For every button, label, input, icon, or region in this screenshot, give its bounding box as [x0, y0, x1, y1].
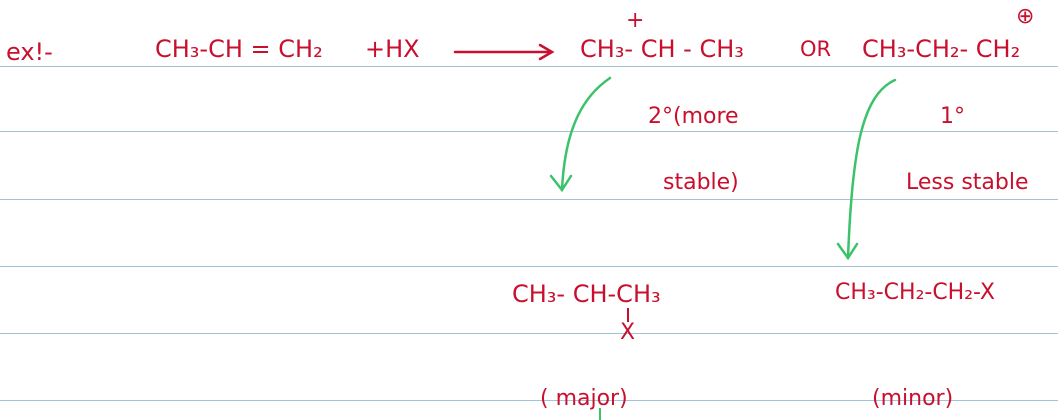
reagent-hx: +HX	[365, 35, 420, 63]
circled-plus-primary: ⊕	[1016, 4, 1035, 29]
green-arrow-major	[549, 76, 612, 193]
primary-stability-note: Less stable	[906, 170, 1029, 195]
or-connector: OR	[800, 37, 832, 61]
ruled-line	[0, 266, 1058, 267]
reaction-arrow	[453, 43, 555, 61]
primary-carbocation: CH₃-CH₂- CH₂	[862, 35, 1021, 63]
secondary-note-line1: 2°(more	[648, 104, 739, 129]
major-product-label: ( major)	[540, 386, 628, 411]
reactant-propene: CH₃-CH = CH₂	[155, 35, 323, 63]
example-label: ex!-	[6, 38, 53, 66]
ruled-line	[0, 199, 1058, 200]
ruled-line	[0, 131, 1058, 132]
major-product-formula: CH₃- CH-CH₃	[512, 280, 661, 308]
ruled-line	[0, 400, 1058, 401]
primary-degree: 1°	[940, 104, 965, 129]
minor-product-formula: CH₃-CH₂-CH₂-X	[835, 280, 995, 305]
ruled-line	[0, 333, 1058, 334]
secondary-note-line2: stable)	[663, 170, 739, 195]
secondary-carbocation: CH₃- CH - CH₃	[580, 35, 744, 63]
plus-charge-secondary: +	[626, 8, 645, 33]
minor-product-label: (minor)	[872, 386, 954, 411]
green-arrow-minor	[836, 78, 897, 261]
major-product-substituent: X	[620, 320, 636, 345]
ruled-line	[0, 66, 1058, 67]
